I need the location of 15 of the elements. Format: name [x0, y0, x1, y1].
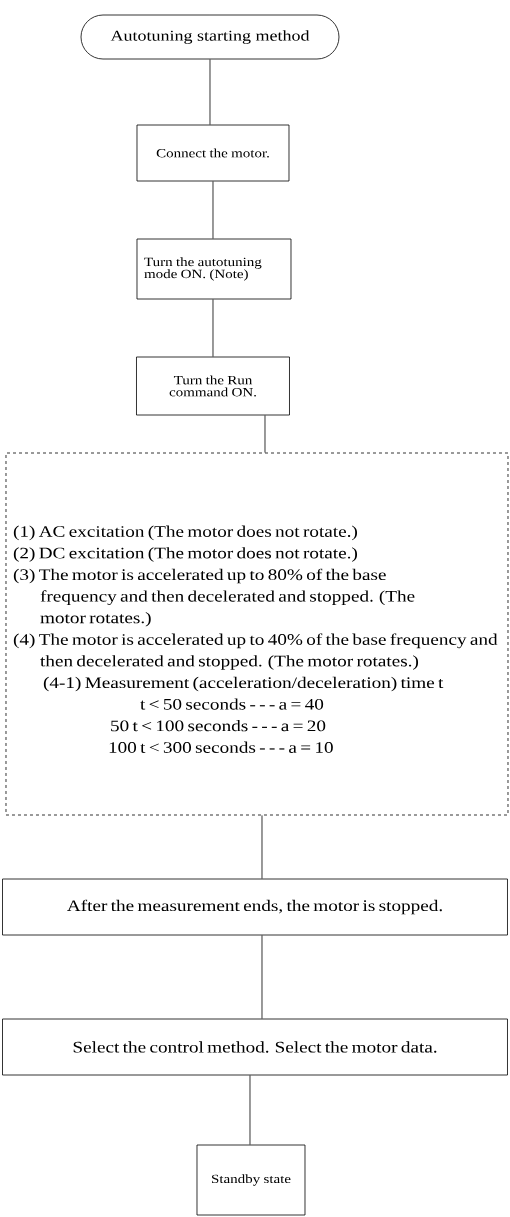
- connector-line: [212, 181, 214, 239]
- process-box: Select the control method. Select the motor data.: [2, 1018, 508, 1076]
- process-box: Turn the Run command ON.: [136, 356, 290, 416]
- process-box: Connect the motor.: [136, 124, 290, 182]
- connector-line: [249, 1075, 251, 1145]
- terminal-box: Autotuning starting method: [80, 14, 340, 60]
- connector-line: [264, 415, 266, 453]
- connector-line: [209, 59, 211, 125]
- process-box: Standby state: [196, 1144, 306, 1216]
- process-box: Turn the autotuning mode ON. (Note): [136, 238, 292, 300]
- process-box: After the measurement ends, the motor is stopped.: [2, 878, 508, 936]
- connector-line: [261, 935, 263, 1019]
- note-box: (1) AC excitation (The motor does not rotate.) (2) DC excitation (The motor does not rotate.) (3) The motor is accelerated up to 80% of the base frequency and then decelerated and stopped. (The motor rotates.) (4) The motor is accelerated up to 40% of the base frequency and then decelerated and stopped. (The motor rotates.) (4-1) Measurement (acceleration/deceleration) time t t < 50 seconds - - - a = 40 50 t < 100 seconds - - - a = 20 100 t < 300 seconds - - - a = 10: [5, 452, 509, 816]
- connector-line: [212, 299, 214, 357]
- connector-line: [261, 815, 263, 879]
